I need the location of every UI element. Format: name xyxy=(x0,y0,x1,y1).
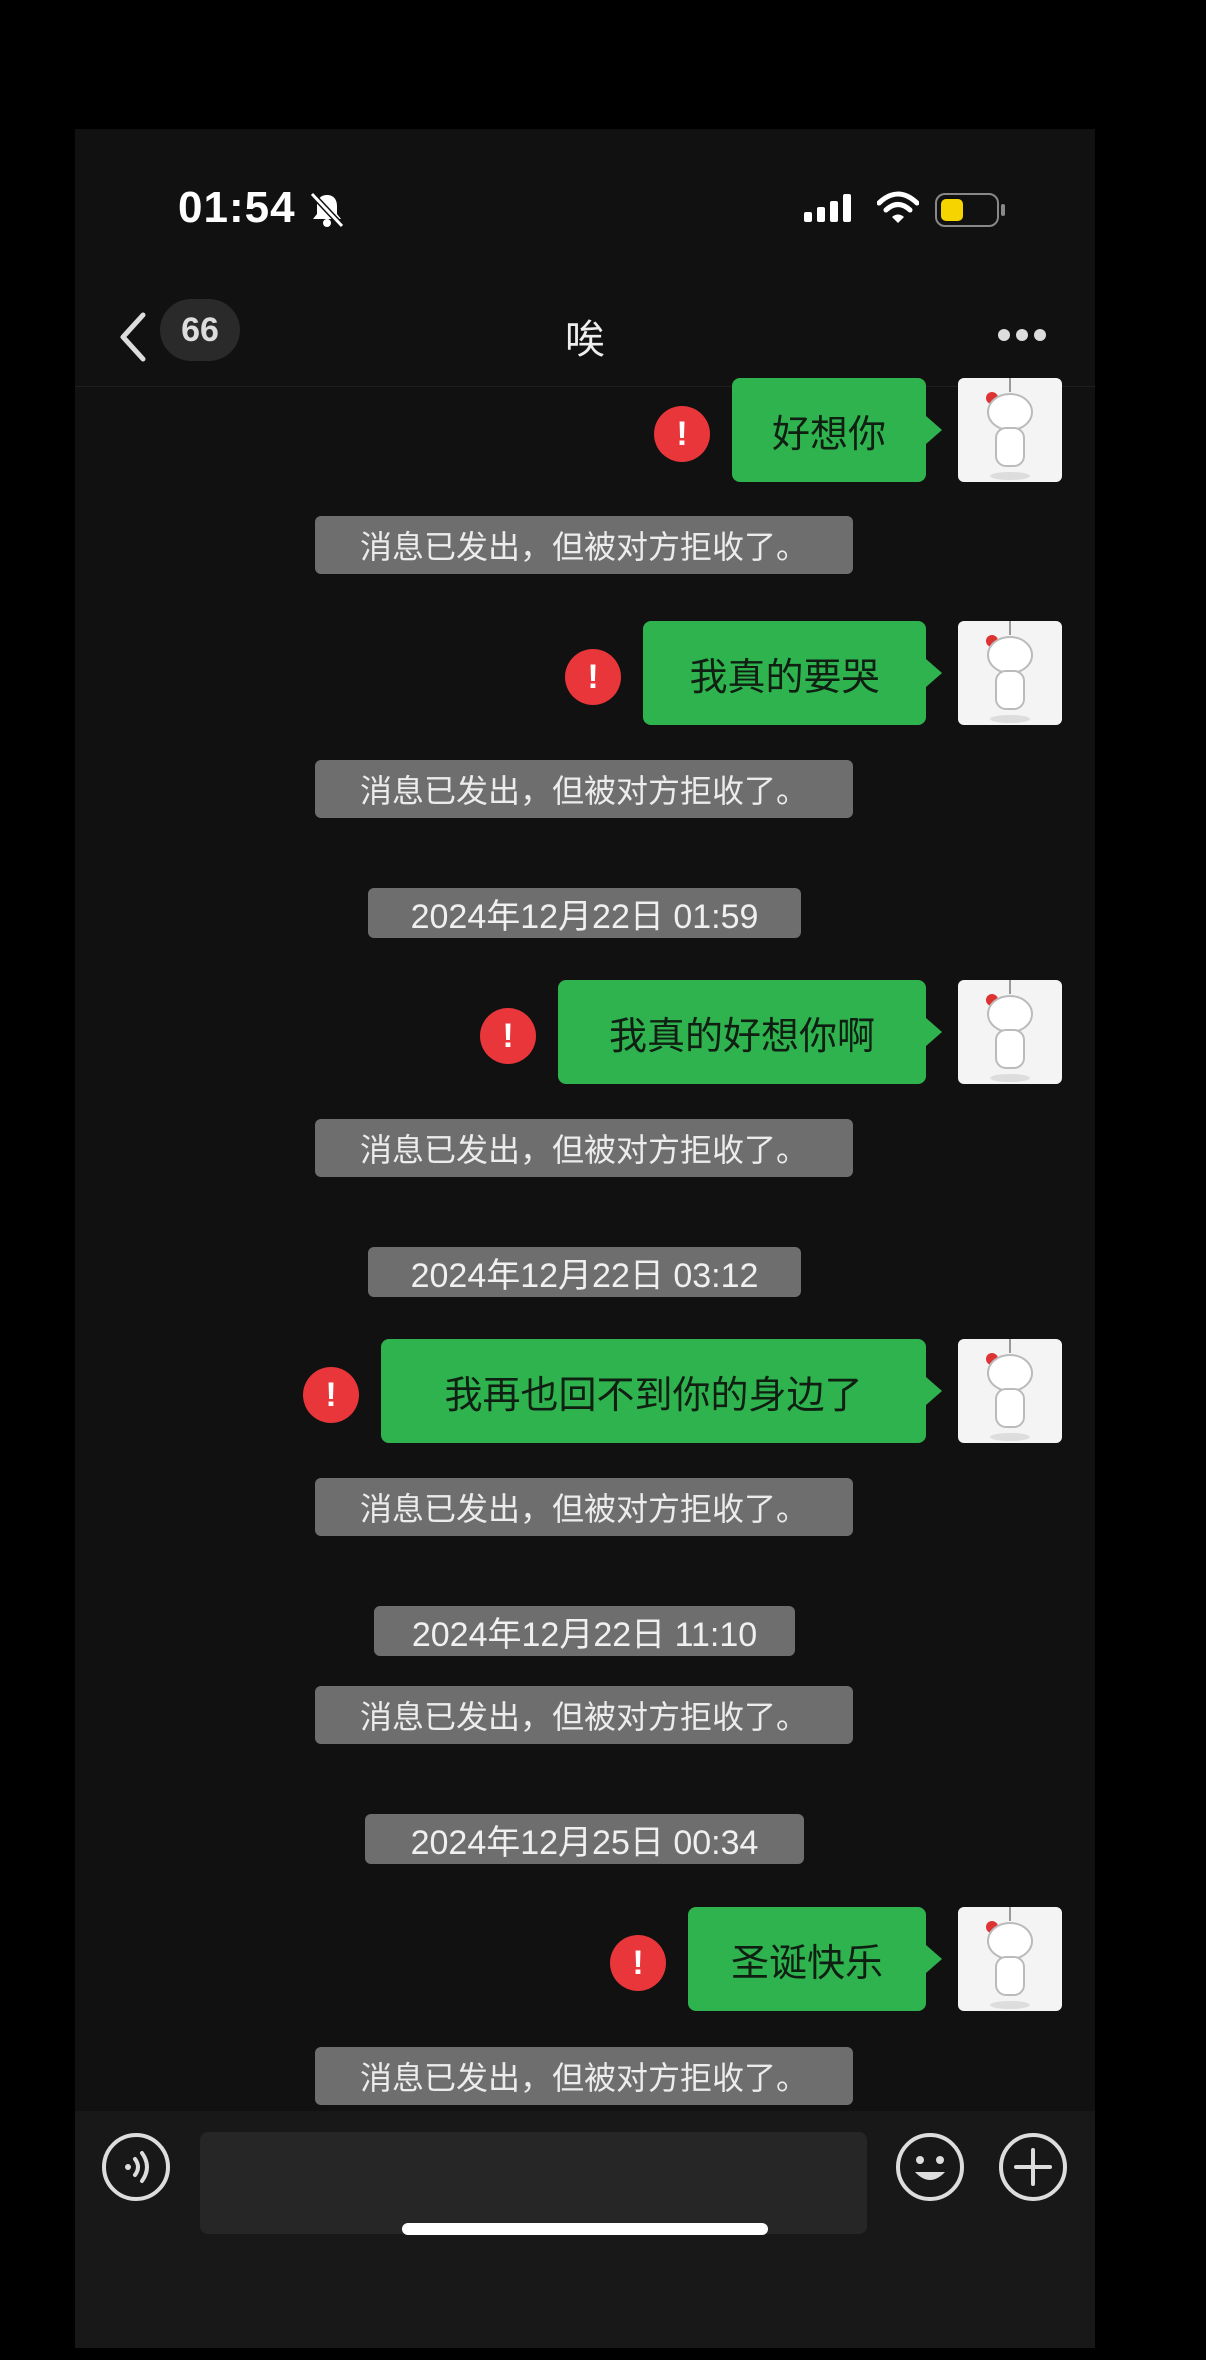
nav-bar: 66 唉 xyxy=(75,289,1095,387)
message-text: 圣诞快乐 xyxy=(730,1940,883,1985)
timestamp: 2024年12月22日 11:10 xyxy=(374,1606,795,1656)
plus-icon[interactable] xyxy=(998,2132,1068,2202)
bear-avatar-icon xyxy=(986,1339,1033,1441)
unread-count-badge[interactable]: 66 xyxy=(160,299,240,361)
system-notice: 消息已发出，但被对方拒收了。 xyxy=(315,1686,853,1744)
bear-avatar-icon xyxy=(986,621,1033,723)
avatar[interactable] xyxy=(958,621,1062,725)
status-bar: 01:54 xyxy=(75,129,1095,289)
error-icon[interactable]: ! xyxy=(303,1367,359,1423)
bear-avatar-icon xyxy=(986,980,1033,1082)
more-dots-icon[interactable] xyxy=(996,327,1048,343)
home-indicator[interactable] xyxy=(402,2223,768,2235)
status-time: 01:54 xyxy=(178,183,296,232)
wifi-icon xyxy=(877,191,919,223)
message-bubble[interactable]: 我再也回不到你的身边了 xyxy=(381,1339,942,1443)
bear-avatar-icon xyxy=(986,378,1033,480)
timestamp: 2024年12月25日 00:34 xyxy=(365,1814,804,1864)
emoji-icon[interactable] xyxy=(895,2132,965,2202)
message-input[interactable] xyxy=(200,2132,867,2234)
avatar[interactable] xyxy=(958,980,1062,1084)
phone-screen: 01:54 66 唉 xyxy=(75,129,1095,2348)
timestamp: 2024年12月22日 03:12 xyxy=(368,1247,801,1297)
message-bubble[interactable]: 我真的好想你啊 xyxy=(558,980,942,1084)
chevron-left-icon[interactable] xyxy=(113,307,153,367)
message-bubble[interactable]: 圣诞快乐 xyxy=(688,1907,942,2011)
message-text: 好想你 xyxy=(771,411,886,456)
system-notice: 消息已发出，但被对方拒收了。 xyxy=(315,1478,853,1536)
message-bubble[interactable]: 我真的要哭 xyxy=(643,621,942,725)
avatar[interactable] xyxy=(958,1907,1062,2011)
error-icon[interactable]: ! xyxy=(654,406,710,462)
cellular-signal-icon xyxy=(804,194,851,222)
system-notice: 消息已发出，但被对方拒收了。 xyxy=(315,1119,853,1177)
message-bubble[interactable]: 好想你 xyxy=(732,378,942,482)
error-icon[interactable]: ! xyxy=(480,1008,536,1064)
bear-avatar-icon xyxy=(986,1907,1033,2009)
system-notice: 消息已发出，但被对方拒收了。 xyxy=(315,760,853,818)
voice-icon[interactable] xyxy=(101,2132,171,2202)
chat-title: 唉 xyxy=(565,317,605,363)
battery-low-icon xyxy=(935,193,1005,227)
system-notice: 消息已发出，但被对方拒收了。 xyxy=(315,2047,853,2105)
avatar[interactable] xyxy=(958,378,1062,482)
message-text: 我真的好想你啊 xyxy=(608,1013,875,1058)
bell-slash-icon xyxy=(309,191,345,229)
avatar[interactable] xyxy=(958,1339,1062,1443)
error-icon[interactable]: ! xyxy=(610,1935,666,1991)
message-text: 我再也回不到你的身边了 xyxy=(444,1372,863,1417)
error-icon[interactable]: ! xyxy=(565,649,621,705)
system-notice: 消息已发出，但被对方拒收了。 xyxy=(315,516,853,574)
message-text: 我真的要哭 xyxy=(689,654,880,699)
timestamp: 2024年12月22日 01:59 xyxy=(368,888,801,938)
